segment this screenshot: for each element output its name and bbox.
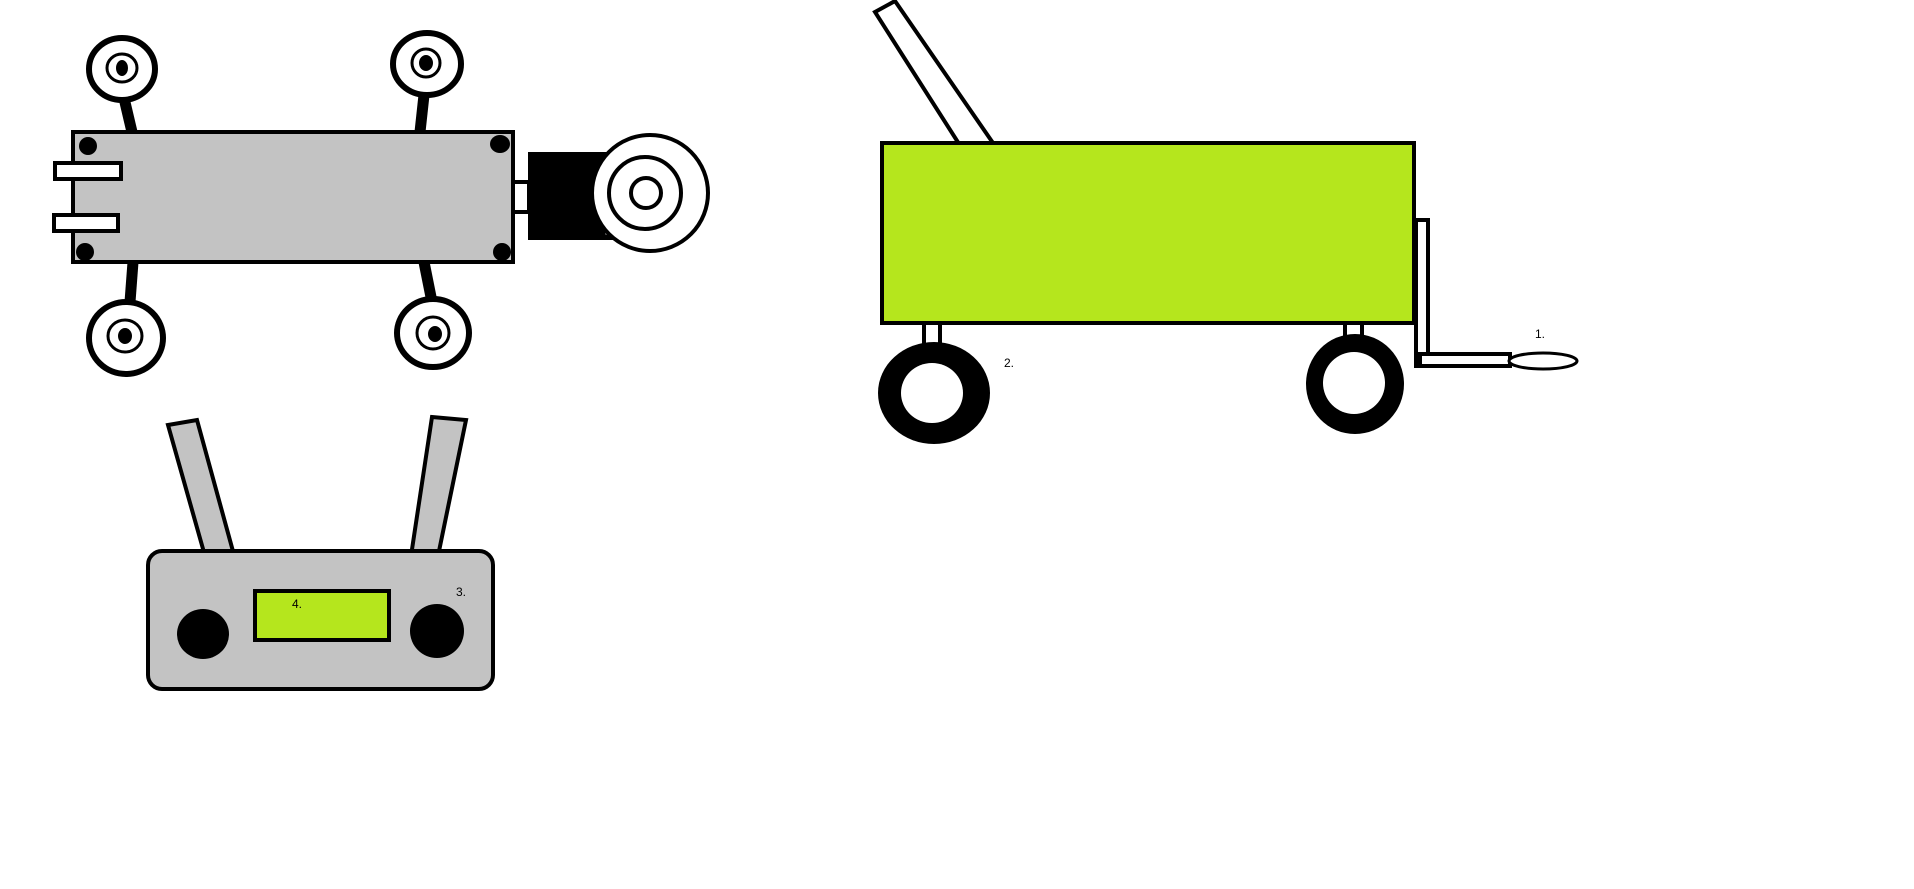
wheel-top-left (86, 35, 158, 103)
leg-strut-bottom-right (418, 260, 438, 304)
joystick-right (410, 604, 464, 658)
robot-side-view: 1. 2. (872, 0, 1579, 444)
body-bolt (79, 137, 97, 155)
body-bolt (493, 243, 511, 261)
robot-top-view (52, 30, 710, 377)
antenna-right (408, 414, 469, 558)
tow-loop (1507, 351, 1579, 371)
antenna-left (165, 417, 237, 559)
wheel-side-right (1306, 334, 1404, 434)
leg-strut-bottom-left (124, 261, 139, 303)
rear-post (1414, 218, 1430, 368)
remote-screen (253, 589, 391, 642)
body-bolt (490, 135, 510, 153)
handle-arm (872, 0, 996, 161)
joystick-left (177, 609, 229, 659)
leg-strut-top-right (414, 94, 430, 133)
robot-body-top (71, 130, 515, 264)
label-three: 3. (456, 585, 466, 599)
remote-control: 4. 3. (146, 414, 495, 691)
wheel-top-right (390, 30, 464, 98)
leg-strut-top-left (118, 96, 138, 134)
side-tab-upper (53, 161, 123, 181)
label-one: 1. (1535, 327, 1545, 341)
wheel-side-left (878, 342, 990, 444)
tow-bar (1418, 352, 1512, 368)
cutting-disc (590, 133, 710, 253)
label-two: 2. (1004, 356, 1014, 370)
robot-body-side (880, 141, 1416, 325)
wheel-bottom-right (394, 296, 472, 370)
body-bolt (76, 243, 94, 261)
front-connector (511, 180, 531, 214)
wheel-bottom-left (86, 299, 166, 377)
label-four: 4. (292, 597, 302, 611)
side-tab-lower (52, 213, 120, 233)
